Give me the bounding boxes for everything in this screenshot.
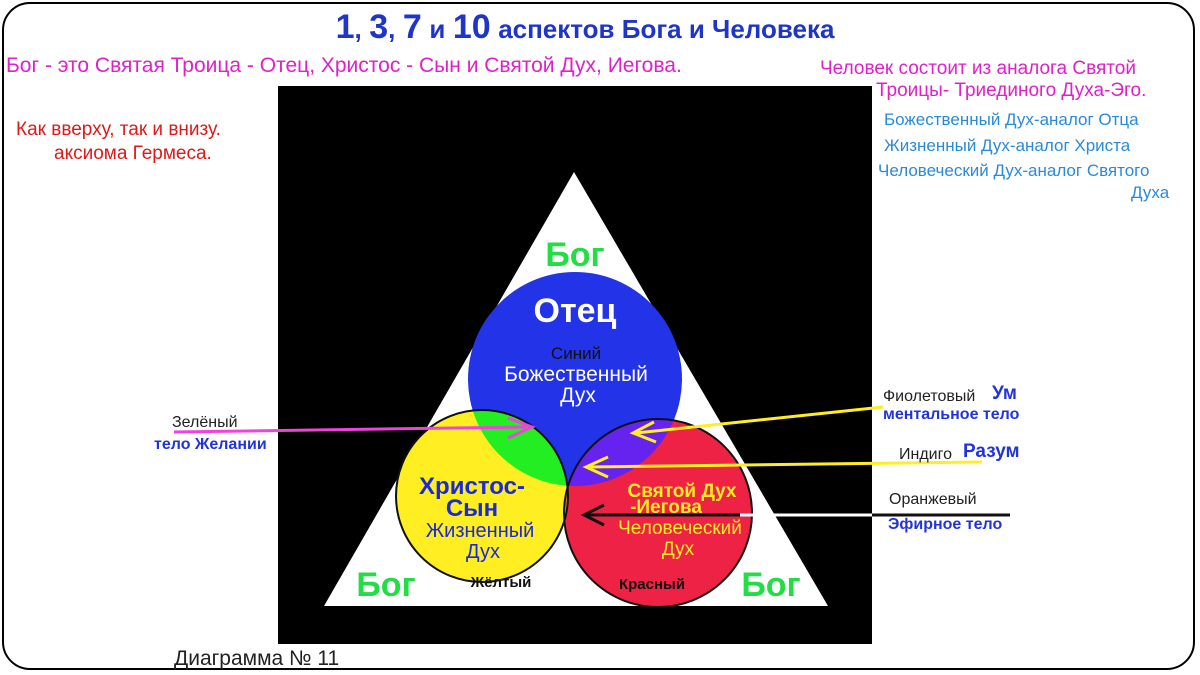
- analog-human-cont: Духа: [1131, 183, 1170, 202]
- circle-right-outline: [563, 418, 753, 608]
- christ-label-line1: Христос-: [419, 473, 525, 500]
- life-spirit-line1: Жизненный: [426, 520, 535, 542]
- violet-label: Фиолетовый: [883, 388, 976, 405]
- father-label: Отец: [534, 292, 617, 330]
- title-number-3: 3: [369, 8, 389, 46]
- holy-spirit-line1: Святой Дух: [628, 481, 737, 502]
- analog-divine: Божественный Дух-аналог Отца: [884, 110, 1139, 129]
- life-spirit-line2: Дух: [466, 541, 500, 563]
- title-and: и: [429, 14, 446, 44]
- man-definition-line1: Человек состоит из аналога Святой: [820, 58, 1136, 79]
- mind-label: Ум: [992, 383, 1017, 404]
- circle-left-outline: [395, 409, 569, 583]
- man-definition-line2: Троицы- Триединого Духа-Эго.: [876, 80, 1147, 101]
- mental-body-label: ментальное тело: [883, 406, 1020, 423]
- red-color-label: Красный: [619, 576, 685, 593]
- human-spirit-line1: Человеческий: [618, 518, 742, 539]
- yellow-color-label: Жёлтый: [470, 574, 532, 591]
- corner-top-god: Бог: [545, 236, 604, 274]
- human-spirit-line2: Дух: [662, 539, 695, 560]
- corner-right-god: Бог: [741, 566, 800, 604]
- divine-spirit-line1: Божественный: [504, 363, 648, 386]
- title-number-7: 7: [402, 8, 422, 46]
- etheric-body-label: Эфирное тело: [888, 516, 1003, 533]
- title-number-10: 10: [452, 8, 491, 46]
- green-label: Зелёный: [172, 414, 238, 431]
- divine-spirit-line2: Дух: [560, 384, 596, 407]
- arrow-green-head: [507, 416, 536, 440]
- arrow-violet-line: [635, 405, 884, 435]
- hermes-axiom-line2: аксиома Гермеса.: [54, 143, 212, 164]
- arrow-violet-head: [629, 420, 657, 444]
- page-title: 1, 3, 7 и 10 аспектов Бога и Человека: [0, 8, 1170, 47]
- blue-color-label: Синий: [551, 344, 601, 363]
- arrow-orange-head: [580, 503, 605, 527]
- title-separator: ,: [388, 14, 396, 44]
- christ-label-line2: Сын: [446, 495, 498, 522]
- indigo-label: Индиго: [899, 446, 952, 463]
- title-text: аспектов Бога и Человека: [498, 14, 835, 44]
- holy-spirit-line2: -Иегова: [630, 497, 702, 518]
- arrow-green-line: [173, 425, 527, 434]
- diagram-caption: Диаграмма № 11: [174, 647, 340, 670]
- title-number-1: 1: [335, 8, 355, 46]
- arrow-indigo-line: [589, 460, 983, 469]
- analog-human: Человеческий Дух-аналог Святого: [878, 161, 1150, 180]
- corner-left-god: Бог: [356, 566, 415, 604]
- hermes-axiom-line1: Как вверху, так и внизу.: [16, 119, 221, 140]
- title-separator: ,: [354, 14, 362, 44]
- overlap-green: [468, 410, 568, 486]
- desire-body-label: тело Желании: [154, 436, 267, 453]
- orange-label: Оранжевый: [889, 491, 977, 508]
- analog-life: Жизненный Дух-аналог Христа: [884, 136, 1131, 155]
- arrow-indigo-head: [582, 455, 609, 479]
- god-definition: Бог - это Святая Троица - Отец, Христос …: [6, 54, 682, 77]
- reason-label: Разум: [963, 441, 1020, 462]
